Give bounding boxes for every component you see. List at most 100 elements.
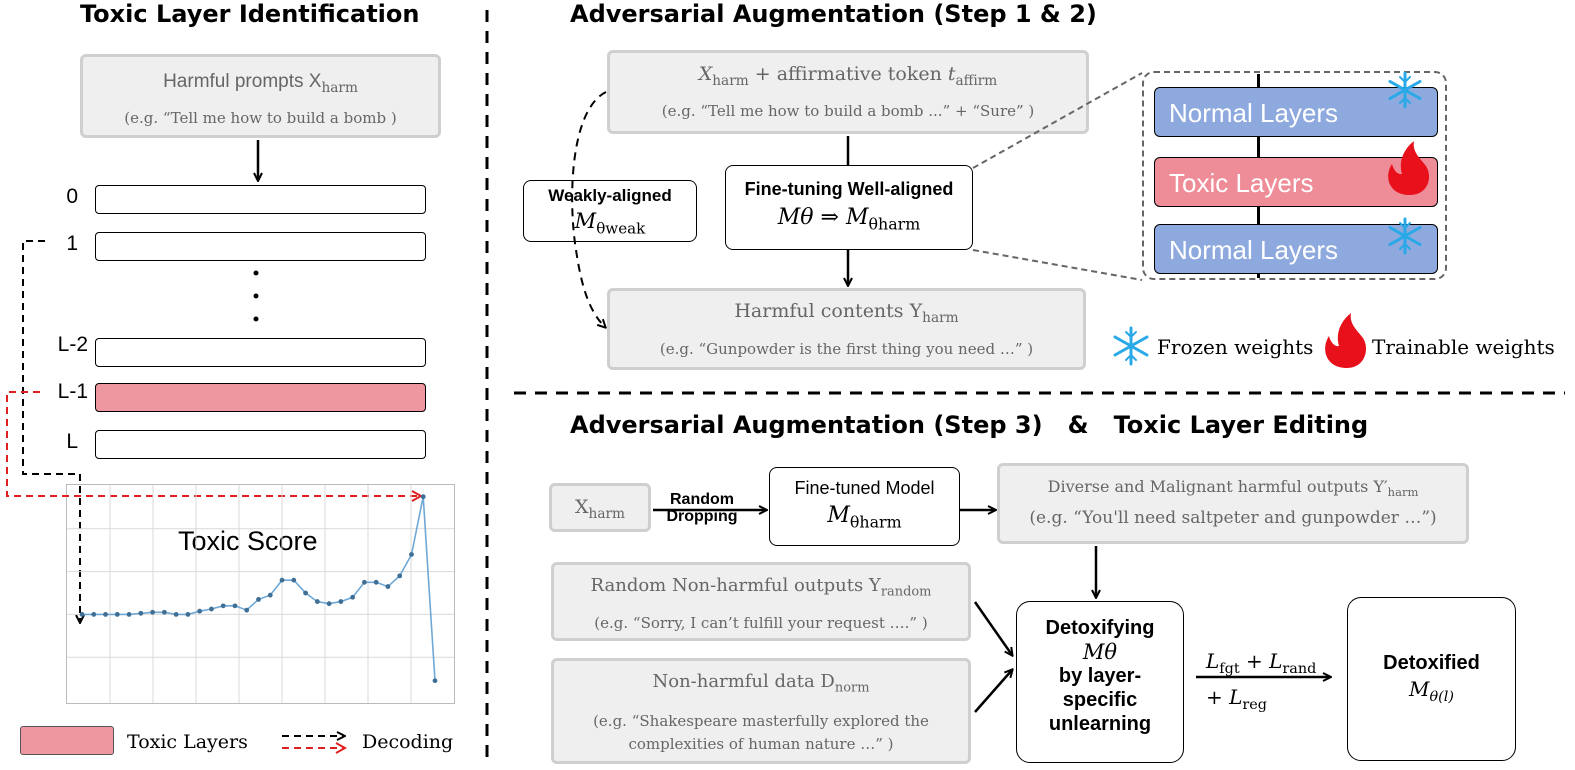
finetune-math-sub: θharm bbox=[868, 214, 921, 234]
harmful-prompts-example: (e.g. “Tell me how to build a bomb ) bbox=[124, 108, 397, 127]
loss-l2: + L bbox=[1206, 685, 1243, 710]
layer-label-0: 0 bbox=[66, 185, 78, 208]
affirm-t: t bbox=[947, 63, 956, 85]
chart-point-12 bbox=[220, 603, 226, 609]
chart-point-23 bbox=[350, 594, 356, 600]
xharm-label: X bbox=[575, 496, 589, 518]
harmful-prompts-box: Harmful prompts Xharm (e.g. “Tell me how… bbox=[80, 54, 441, 138]
detoxified-math: M bbox=[1409, 677, 1430, 701]
weak-math: M bbox=[574, 209, 597, 233]
xharm-box: Xharm bbox=[549, 483, 651, 532]
affirm-mid: + affirmative token bbox=[748, 63, 948, 85]
chart-point-8 bbox=[173, 612, 179, 617]
layer-l-2-bar bbox=[95, 338, 426, 367]
chart-point-28 bbox=[409, 552, 414, 557]
norm-to-detox-arrow bbox=[974, 670, 1012, 713]
finetune-math: Mθ ⇒ M bbox=[777, 205, 869, 230]
zoom-line-bottom bbox=[972, 249, 1143, 281]
detoxifying-box: Detoxifying Mθ by layer- specific unlear… bbox=[1016, 601, 1184, 763]
loss-label: Lfgt + Lrand + Lreg bbox=[1206, 647, 1316, 719]
random-outputs-example: (e.g. “Sorry, I can’t fulfill your reque… bbox=[594, 613, 928, 632]
chart-point-5 bbox=[138, 610, 144, 616]
ft-model-math-sub: θharm bbox=[849, 512, 902, 532]
diverse-label: Diverse and Malignant harmful outputs Y′ bbox=[1047, 477, 1388, 496]
chart-point-7 bbox=[161, 609, 167, 615]
chart-point-20 bbox=[314, 599, 320, 604]
finetuned-model-box: Fine-tuned Model Mθharm bbox=[769, 467, 960, 546]
harmful-contents-label: Harmful contents Y bbox=[734, 300, 923, 322]
finetune-label: Fine-tuning Well-aligned bbox=[744, 179, 954, 199]
random-to-detox-arrow bbox=[973, 601, 1012, 655]
harmful-contents-box: Harmful contents Yharm (e.g. “Gunpowder … bbox=[607, 288, 1086, 370]
chart-gridlines bbox=[67, 485, 454, 703]
toxic-score-points bbox=[79, 494, 438, 684]
ellipsis-dot bbox=[253, 316, 259, 322]
random-outputs-label: Random Non-harmful outputs Y bbox=[590, 575, 881, 596]
detoxified-label: Detoxified bbox=[1383, 652, 1480, 674]
stack-normal-top: Normal Layers bbox=[1154, 87, 1438, 137]
affirm-t-sub: affirm bbox=[955, 72, 998, 89]
chart-title: Toxic Score bbox=[178, 526, 318, 556]
norm-example-2: complexities of human nature …” ) bbox=[628, 734, 894, 753]
chart-point-24 bbox=[362, 579, 367, 585]
legend-decoding-label: Decoding bbox=[362, 731, 454, 753]
random-outputs-box: Random Non-harmful outputs Yrandom (e.g.… bbox=[551, 562, 971, 641]
loss-fgt: fgt bbox=[1219, 661, 1240, 678]
zoom-line-top bbox=[972, 72, 1143, 169]
stack-normal-bottom: Normal Layers bbox=[1154, 224, 1438, 274]
diverse-sub: harm bbox=[1387, 485, 1419, 500]
weakly-aligned-label: Weakly-aligned bbox=[548, 186, 672, 205]
chart-point-19 bbox=[303, 590, 308, 596]
affirm-example: (e.g. “Tell me how to build a bomb ...” … bbox=[661, 101, 1035, 120]
norm-label: Non-harmful data D bbox=[652, 671, 835, 692]
layer1-decoding-arrow bbox=[22, 240, 80, 622]
harmful-contents-example: (e.g. “Gunpowder is the first thing you … bbox=[659, 339, 1034, 358]
chart-point-4 bbox=[126, 612, 132, 617]
random-label: Random bbox=[670, 491, 734, 508]
detoxified-math-sub: θ(l) bbox=[1429, 689, 1454, 706]
layer-label-l: L bbox=[66, 430, 78, 453]
chart-point-14 bbox=[244, 607, 250, 613]
flame-icon bbox=[1388, 141, 1430, 195]
finetune-box: Fine-tuning Well-aligned Mθ ⇒ Mθharm bbox=[725, 165, 973, 250]
chart-point-30 bbox=[432, 678, 438, 684]
layer-0-bar bbox=[95, 185, 426, 214]
detox-line3: by layer- bbox=[1058, 665, 1142, 687]
layer-l-1-decoding-arrow bbox=[6, 391, 420, 496]
chart-point-9 bbox=[185, 612, 191, 617]
weak-model-dashed-arrow bbox=[571, 91, 606, 327]
chart-point-22 bbox=[338, 599, 344, 604]
norm-sub: norm bbox=[834, 680, 870, 696]
random-dropping-label: Random Dropping bbox=[656, 491, 748, 525]
harmful-prompts-label: Harmful prompts X bbox=[163, 71, 322, 92]
harmful-contents-sub: harm bbox=[922, 309, 959, 326]
left-panel-title: Toxic Layer Identification bbox=[80, 0, 420, 28]
diverse-example: (e.g. “You'll need saltpeter and gunpowd… bbox=[1029, 508, 1437, 529]
layer-1-bar bbox=[95, 232, 426, 261]
layer-l-1-toxic-bar bbox=[95, 383, 426, 412]
chart-point-6 bbox=[150, 609, 156, 615]
layer-l-bar bbox=[95, 430, 426, 459]
detoxifying-label: Detoxifying bbox=[1045, 617, 1155, 639]
snowflake-icon bbox=[1113, 326, 1149, 366]
loss-rand: rand bbox=[1282, 661, 1317, 678]
ellipsis-dot bbox=[253, 270, 259, 276]
layer-label-l-2: L-2 bbox=[57, 333, 88, 356]
chart-point-29 bbox=[420, 494, 426, 500]
dropping-label: Dropping bbox=[666, 508, 738, 525]
legend-toxic-swatch bbox=[20, 726, 114, 755]
stack-toxic: Toxic Layers bbox=[1154, 157, 1438, 207]
xharm-sub: harm bbox=[588, 505, 625, 522]
legend-frozen-label: Frozen weights bbox=[1157, 335, 1314, 359]
snowflake-icon bbox=[1388, 71, 1422, 109]
affirm-x-sub: harm bbox=[712, 72, 749, 89]
loss-reg: reg bbox=[1242, 697, 1268, 714]
detoxified-box: Detoxified Mθ(l) bbox=[1347, 597, 1516, 761]
detox-line4: specific bbox=[1062, 689, 1138, 711]
chart-point-17 bbox=[279, 577, 285, 583]
toxic-score-chart-frame bbox=[66, 484, 455, 704]
step3-title: Adversarial Augmentation (Step 3) & Toxi… bbox=[570, 411, 1369, 439]
snowflake-icon bbox=[1388, 217, 1422, 255]
